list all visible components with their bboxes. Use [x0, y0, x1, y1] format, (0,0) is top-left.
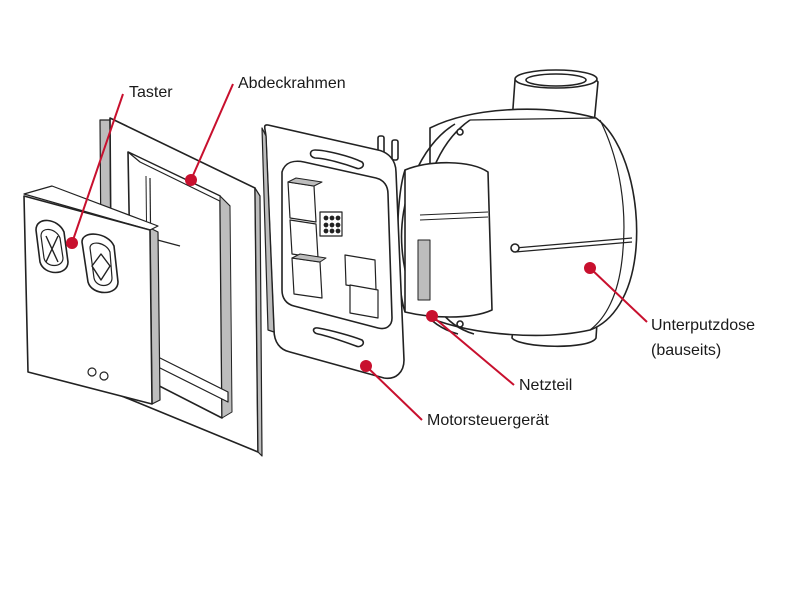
label-taster: Taster [129, 84, 173, 101]
callout-dot-unterputzdose [584, 262, 596, 274]
callout-line-motorsteuergeraet [365, 365, 423, 421]
label-abdeckrahmen: Abdeckrahmen [238, 75, 346, 92]
label-motorsteuergeraet: Motorsteuergerät [427, 412, 549, 429]
callout-line-netzteil [431, 315, 515, 386]
label-unterputzdose: Unterputzdose [651, 317, 756, 334]
cover-frame-drawing [99, 117, 263, 457]
push-button-drawing [23, 185, 161, 405]
connector-pins [377, 135, 399, 161]
motor-controller-drawing [261, 124, 405, 380]
callout-line-abdeckrahmen [190, 83, 234, 181]
callout-dot-motorsteuergeraet [360, 360, 372, 372]
label-netzteil: Netzteil [519, 377, 573, 394]
callout-dot-netzteil [426, 310, 438, 322]
callout-dot-taster [66, 237, 78, 249]
label-unterputzdose-note: (bauseits) [651, 342, 722, 359]
callout-line-taster [71, 93, 124, 244]
callout-line-unterputzdose [589, 267, 648, 323]
callout-dot-abdeckrahmen [185, 174, 197, 186]
flush-box-drawing [396, 69, 638, 348]
callouts [66, 83, 648, 421]
